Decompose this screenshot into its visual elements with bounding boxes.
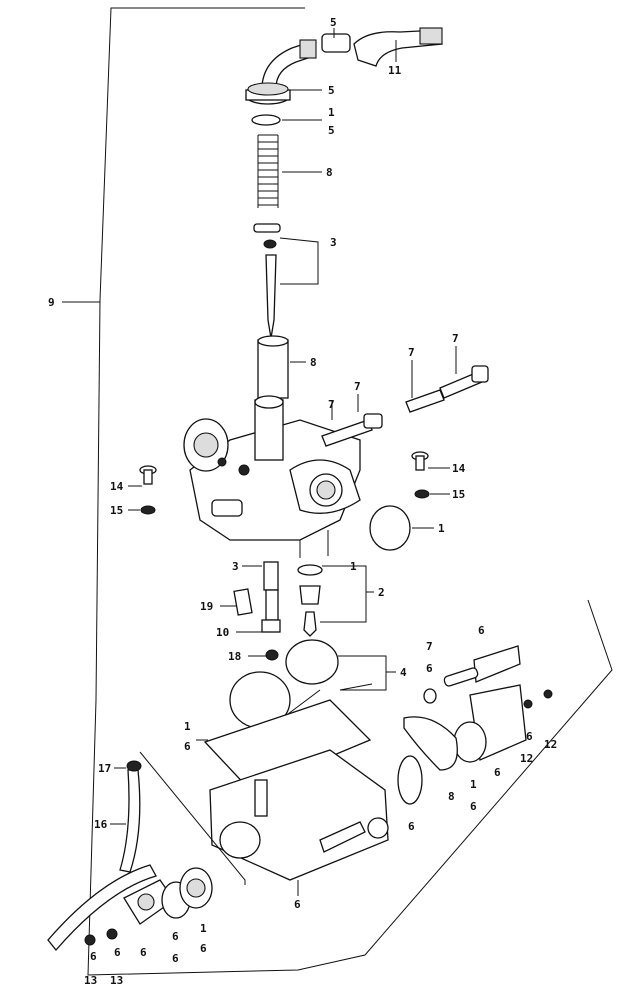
throttle-slide (257, 335, 289, 399)
label-a5: 5 (330, 16, 337, 29)
main-jet-assembly (233, 561, 281, 661)
label-h7a: 7 (452, 332, 459, 345)
label-r6b: 6 (114, 946, 121, 959)
label-m12b: 12 (544, 738, 557, 751)
label-b5: 5 (328, 84, 335, 97)
label-h7b: 7 (408, 346, 415, 359)
leader-lines (62, 28, 457, 896)
o-ring-top (251, 114, 281, 126)
label-i15a: 15 (110, 504, 123, 517)
label-m12a: 12 (520, 752, 533, 765)
label-r6a: 6 (90, 950, 97, 963)
label-h7c: 7 (354, 380, 361, 393)
side-screw-left (139, 465, 157, 515)
label-r13a: 13 (84, 974, 97, 987)
label-o8: 8 (448, 790, 455, 803)
side-screw-right (411, 451, 430, 499)
assembly-frame (87, 7, 613, 976)
label-d8: 8 (326, 166, 333, 179)
label-q1: 1 (200, 922, 207, 935)
label-c5: 5 (328, 124, 335, 137)
label-o1: 1 (470, 778, 477, 791)
label-q6b: 6 (172, 930, 179, 943)
label-i14a: 14 (110, 480, 124, 493)
float-valve-assembly (297, 564, 323, 637)
label-k18: 18 (228, 650, 241, 663)
label-q6d: 6 (200, 942, 207, 955)
label-k10: 10 (216, 626, 229, 639)
label-k1: 1 (350, 560, 357, 573)
label-m6a: 6 (426, 662, 433, 675)
label-m6c: 6 (526, 730, 533, 743)
label-o6b: 6 (470, 800, 477, 813)
label-i15b: 15 (452, 488, 465, 501)
label-l4: 4 (400, 666, 407, 679)
label-j1: 1 (438, 522, 445, 535)
mixing-body (183, 395, 361, 558)
carb-top-cap (245, 82, 291, 105)
part-number-labels: 5 11 5 1 5 8 3 9 8 7 7 7 7 14 15 14 15 1… (48, 16, 557, 987)
label-n16: 16 (94, 818, 108, 831)
label-g8: 8 (310, 356, 317, 369)
label-q6a: 6 (140, 946, 147, 959)
float-assembly (229, 639, 373, 729)
label-k2: 2 (378, 586, 385, 599)
label-n6a: 6 (184, 740, 191, 753)
drain-hose (47, 760, 157, 952)
float-bowl-gasket (203, 699, 372, 791)
label-n1a: 1 (184, 720, 191, 733)
label-m7: 7 (426, 640, 433, 653)
label-k3: 3 (232, 560, 239, 573)
label-r13b: 13 (110, 974, 123, 987)
label-o6c: 6 (408, 820, 415, 833)
cable-assembly (261, 27, 443, 89)
label-c1: 1 (328, 106, 335, 119)
label-a11: 11 (388, 64, 402, 77)
choke-parts (397, 645, 553, 805)
needle-clip (253, 223, 281, 249)
label-p6: 6 (294, 898, 301, 911)
jet-needle (265, 254, 277, 339)
pilot-screw-assembly (321, 365, 489, 447)
label-q6c: 6 (172, 952, 179, 965)
float-chamber (209, 749, 389, 881)
label-n17: 17 (98, 762, 111, 775)
label-m6b: 6 (478, 624, 485, 637)
label-e3: 3 (330, 236, 337, 249)
label-i14b: 14 (452, 462, 466, 475)
label-f9: 9 (48, 296, 55, 309)
body-gasket-ring (369, 505, 411, 551)
throttle-spring (257, 134, 279, 208)
label-o6a: 6 (494, 766, 501, 779)
label-k19: 19 (200, 600, 213, 613)
label-h7d: 7 (328, 398, 335, 411)
drain-plug-parts (84, 867, 213, 946)
